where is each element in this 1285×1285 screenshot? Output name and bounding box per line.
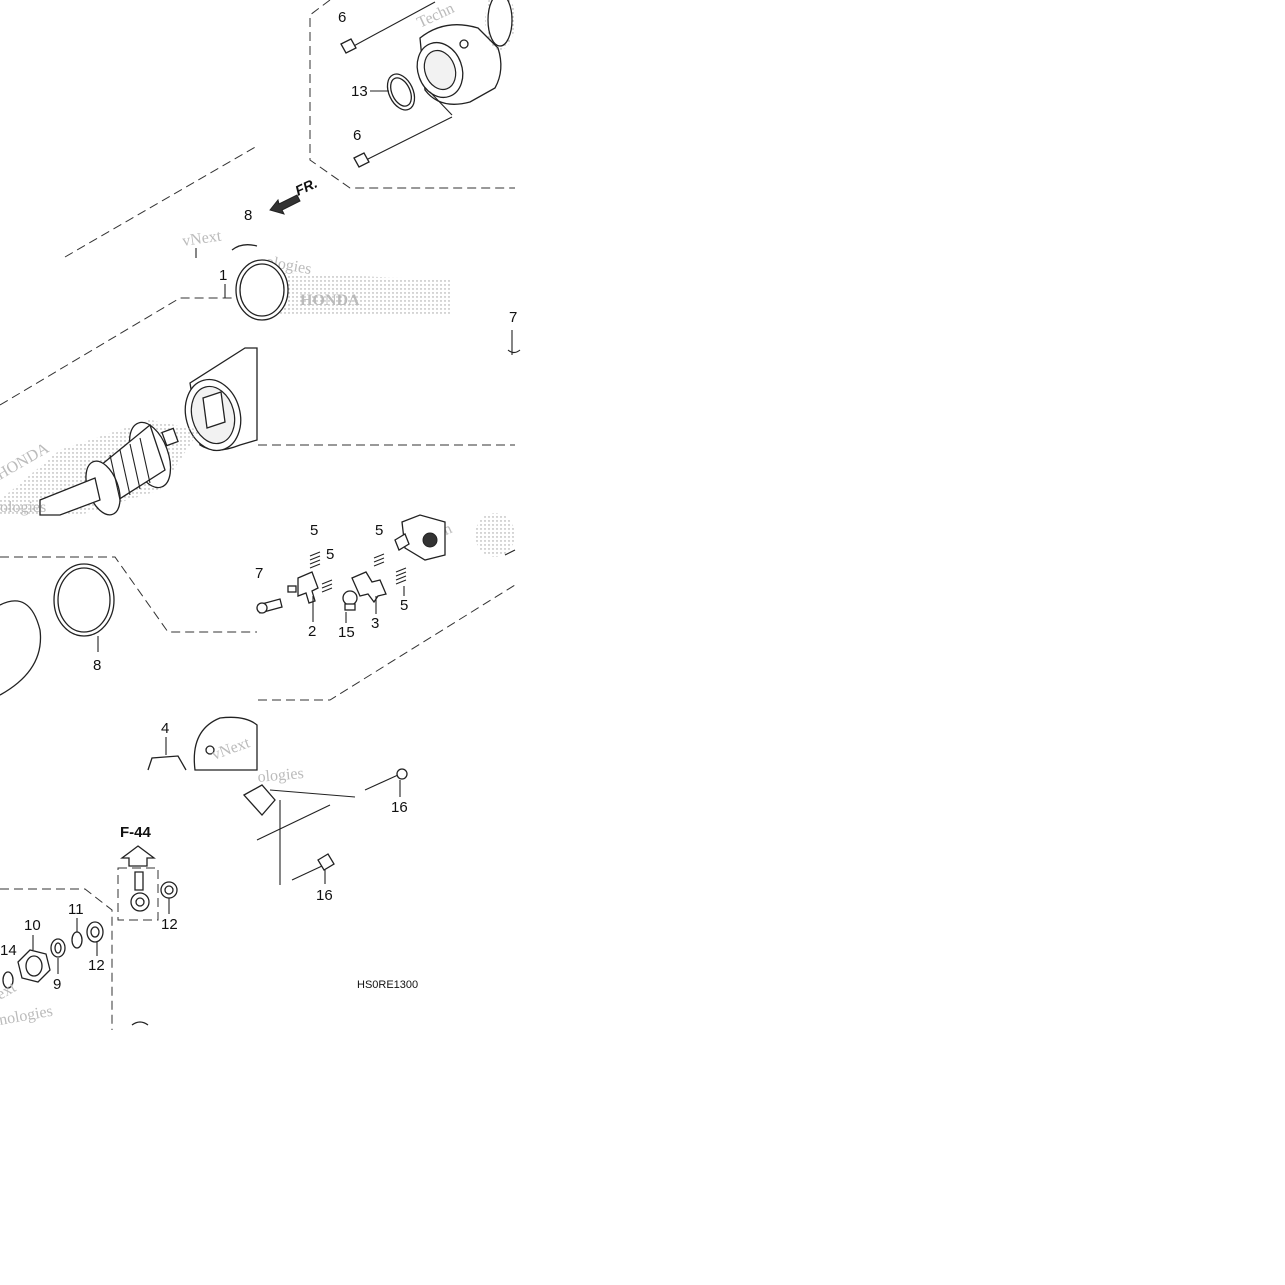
- callout-5-d: 5: [400, 597, 408, 614]
- callout-5-c: 5: [326, 546, 334, 563]
- callout-7-upper: 7: [509, 309, 517, 326]
- tile-terminal: F-44: [0, 824, 178, 1030]
- bolt-16-lower: [291, 853, 335, 881]
- callout-16-lower: 16: [316, 887, 333, 904]
- nut-12-lower: [86, 921, 104, 943]
- front-direction-arrow: FR.: [269, 175, 320, 215]
- tile-rear-cover: vNext: [147, 716, 258, 771]
- callout-15: 15: [338, 624, 355, 641]
- callout-14: 14: [0, 942, 17, 959]
- tile-front-cover: FR. Techn: [269, 0, 515, 215]
- callout-11: 11: [68, 901, 84, 918]
- front-cover: [416, 0, 515, 105]
- callout-2: 2: [308, 623, 316, 640]
- callout-5-a: 5: [310, 522, 318, 539]
- callout-8-upper: 8: [244, 207, 252, 224]
- svg-text:vNext: vNext: [181, 228, 223, 250]
- svg-text:ext: ext: [0, 979, 19, 1004]
- bolt-6-upper: [340, 1, 436, 54]
- reference-arrow: [120, 845, 156, 867]
- callout-1: 1: [219, 267, 227, 284]
- callout-9: 9: [53, 976, 61, 993]
- callout-8: 8: [93, 657, 101, 674]
- callout-6-lower: 6: [353, 127, 361, 144]
- insulator-9: [50, 938, 66, 958]
- reference-f44: F-44: [120, 824, 152, 841]
- callout-4: 4: [161, 720, 169, 737]
- svg-text:ologies: ologies: [257, 765, 305, 786]
- tile-lower-left: [0, 556, 257, 696]
- brush-2: [287, 571, 319, 604]
- svg-text:ologies: ologies: [0, 499, 46, 516]
- tile-upper-left: vNext: [64, 145, 258, 258]
- bolt-6-lower: [353, 116, 453, 168]
- terminal-cable-eye: [130, 871, 150, 912]
- screw-15: [342, 590, 358, 611]
- callout-6-upper: 6: [338, 9, 346, 26]
- yoke-housing: [184, 347, 258, 452]
- svg-text:FR.: FR.: [293, 175, 320, 199]
- washer-11: [71, 931, 83, 949]
- svg-text:HONDA: HONDA: [300, 292, 360, 309]
- tile-armature: HONDA ologies: [0, 297, 258, 516]
- tile-brush-holders: Tech: [256, 513, 516, 701]
- nut-10: [17, 949, 51, 983]
- bolt-16-upper: [364, 768, 408, 791]
- brush-spring: [309, 551, 407, 593]
- callout-16-upper: 16: [391, 799, 408, 816]
- callout-12-upper: 12: [161, 916, 178, 933]
- bolt-7: [256, 598, 283, 614]
- armature: [39, 421, 179, 516]
- callout-3: 3: [371, 615, 379, 632]
- callout-10: 10: [24, 917, 41, 934]
- brush-holder-plate: [394, 513, 516, 561]
- callout-7-lower: 7: [255, 565, 263, 582]
- tile-mounting-bolts: ologies: [242, 765, 408, 885]
- drawing-code: HS0RE1300: [357, 979, 418, 991]
- washer-14: [2, 971, 14, 989]
- tile-middle: ologies HONDA: [235, 253, 521, 446]
- callout-12-lower: 12: [88, 957, 105, 974]
- svg-text:nologies: nologies: [0, 1003, 54, 1029]
- callout-13: 13: [351, 83, 368, 100]
- brush-3: [351, 571, 387, 604]
- callout-5-b: 5: [375, 522, 383, 539]
